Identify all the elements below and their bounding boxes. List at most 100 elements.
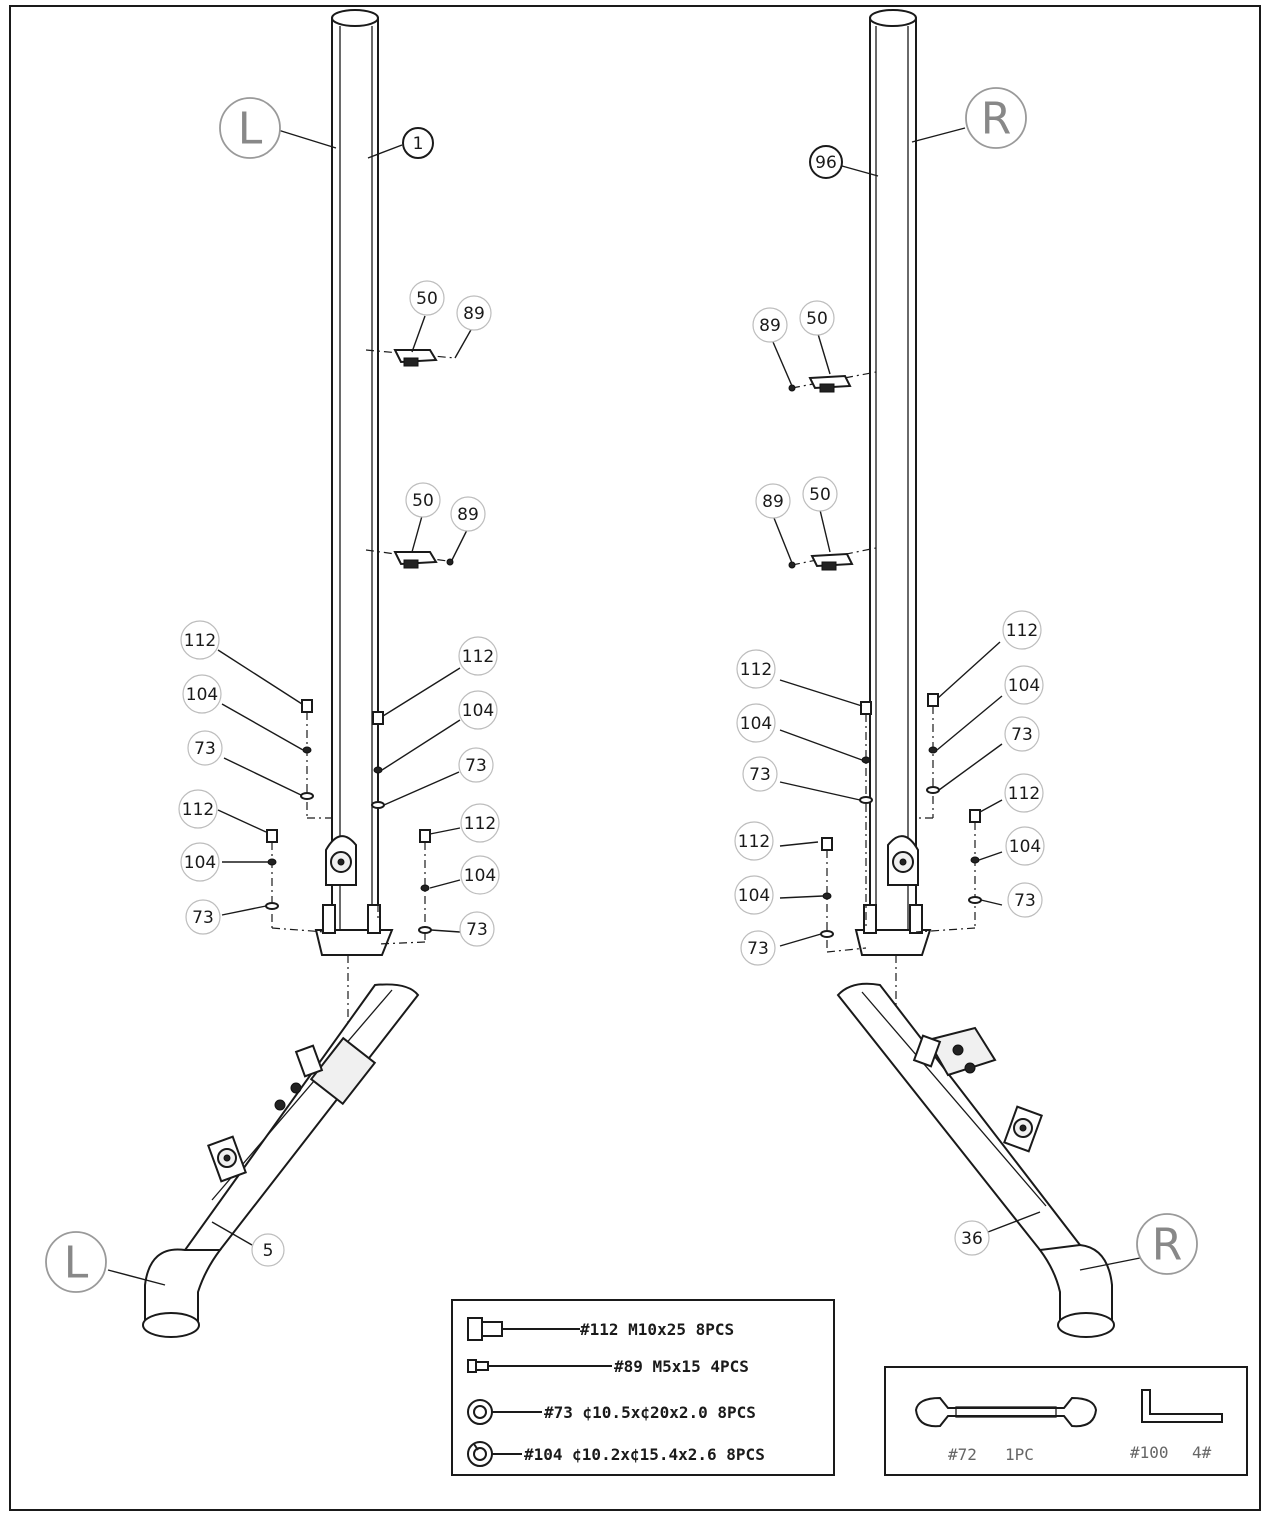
tool-allen-size: 4# bbox=[1192, 1443, 1212, 1462]
right-base-tube bbox=[836, 982, 1115, 1338]
svg-text:73: 73 bbox=[1014, 891, 1036, 911]
svg-text:104: 104 bbox=[184, 853, 216, 873]
svg-text:R: R bbox=[981, 94, 1012, 145]
side-marker-right-top: R bbox=[965, 87, 1027, 149]
side-marker-left-top: L bbox=[219, 97, 281, 159]
flat-washer-icon bbox=[467, 1399, 542, 1425]
part-callout-104: 104 bbox=[1004, 665, 1044, 705]
part-callout-50: 50 bbox=[405, 482, 441, 518]
svg-text:89: 89 bbox=[457, 505, 479, 525]
part-callout-73: 73 bbox=[458, 747, 494, 783]
part-callout-5: 5 bbox=[251, 1233, 285, 1267]
svg-text:104: 104 bbox=[186, 685, 218, 705]
part-callout-96: 96 bbox=[809, 145, 843, 179]
svg-text:L: L bbox=[64, 1238, 89, 1289]
part-callout-104: 104 bbox=[460, 855, 500, 895]
tool-allen-id: #100 bbox=[1130, 1443, 1169, 1462]
svg-text:104: 104 bbox=[738, 886, 770, 906]
svg-text:50: 50 bbox=[412, 491, 434, 511]
svg-text:96: 96 bbox=[815, 153, 837, 173]
part-callout-112: 112 bbox=[1004, 773, 1044, 813]
part-callout-73: 73 bbox=[459, 911, 495, 947]
svg-text:50: 50 bbox=[809, 485, 831, 505]
part-callout-112: 112 bbox=[1002, 610, 1042, 650]
part-callout-89: 89 bbox=[456, 295, 492, 331]
svg-text:104: 104 bbox=[740, 714, 772, 734]
part-callout-89: 89 bbox=[755, 483, 791, 519]
part-callout-89: 89 bbox=[450, 496, 486, 532]
part-callout-89: 89 bbox=[752, 307, 788, 343]
svg-text:104: 104 bbox=[1009, 837, 1041, 857]
left-bracket-upper bbox=[365, 349, 456, 367]
part-callout-112: 112 bbox=[180, 620, 220, 660]
tools-box: #72 1PC #100 4# bbox=[884, 1366, 1248, 1476]
part-callout-73: 73 bbox=[1004, 716, 1040, 752]
svg-text:73: 73 bbox=[747, 939, 769, 959]
svg-text:112: 112 bbox=[740, 660, 772, 680]
legend-item-73: #73 ¢10.5x¢20x2.0 8PCS bbox=[544, 1403, 756, 1422]
svg-text:89: 89 bbox=[463, 304, 485, 324]
tool-wrench-qty: 1PC bbox=[1005, 1445, 1034, 1464]
svg-text:112: 112 bbox=[462, 647, 494, 667]
svg-text:112: 112 bbox=[464, 814, 496, 834]
svg-text:104: 104 bbox=[1008, 676, 1040, 696]
svg-text:89: 89 bbox=[759, 316, 781, 336]
hardware-legend: #112 M10x25 8PCS #89 M5x15 4PCS #73 ¢10.… bbox=[451, 1299, 835, 1476]
svg-text:89: 89 bbox=[762, 492, 784, 512]
svg-text:73: 73 bbox=[465, 756, 487, 776]
spring-washer-icon bbox=[467, 1441, 522, 1467]
left-bracket-lower bbox=[365, 549, 456, 569]
part-callout-50: 50 bbox=[802, 476, 838, 512]
svg-text:50: 50 bbox=[806, 309, 828, 329]
side-marker-right-bottom: R bbox=[1136, 1213, 1198, 1275]
part-callout-73: 73 bbox=[185, 899, 221, 935]
svg-text:73: 73 bbox=[192, 908, 214, 928]
page-border bbox=[9, 5, 1261, 1511]
left-upright-tube bbox=[314, 9, 394, 956]
part-callout-104: 104 bbox=[458, 690, 498, 730]
svg-text:112: 112 bbox=[184, 631, 216, 651]
tool-wrench-id: #72 bbox=[948, 1445, 977, 1464]
svg-text:112: 112 bbox=[182, 800, 214, 820]
part-callout-112: 112 bbox=[178, 789, 218, 829]
part-callout-73: 73 bbox=[187, 730, 223, 766]
svg-text:112: 112 bbox=[1008, 784, 1040, 804]
svg-text:112: 112 bbox=[738, 832, 770, 852]
svg-text:104: 104 bbox=[462, 701, 494, 721]
screw-icon bbox=[467, 1359, 612, 1373]
svg-text:5: 5 bbox=[263, 1241, 274, 1261]
left-fastener-stacks bbox=[265, 699, 432, 1060]
part-callout-73: 73 bbox=[742, 756, 778, 792]
right-bracket-upper bbox=[788, 371, 877, 393]
svg-text:73: 73 bbox=[749, 765, 771, 785]
legend-item-104: #104 ¢10.2x¢15.4x2.6 8PCS bbox=[524, 1445, 765, 1464]
part-callout-112: 112 bbox=[460, 803, 500, 843]
part-callout-104: 104 bbox=[182, 674, 222, 714]
svg-text:50: 50 bbox=[416, 289, 438, 309]
right-bracket-lower bbox=[788, 547, 877, 571]
part-callout-112: 112 bbox=[734, 821, 774, 861]
svg-text:104: 104 bbox=[464, 866, 496, 886]
part-callout-50: 50 bbox=[799, 300, 835, 336]
part-callout-73: 73 bbox=[740, 930, 776, 966]
right-upright-tube bbox=[854, 9, 932, 956]
part-callout-104: 104 bbox=[734, 875, 774, 915]
svg-text:73: 73 bbox=[1011, 725, 1033, 745]
allen-key-icon bbox=[1141, 1389, 1223, 1423]
svg-text:R: R bbox=[1152, 1220, 1183, 1271]
svg-text:112: 112 bbox=[1006, 621, 1038, 641]
leader-lines bbox=[107, 127, 1141, 1286]
part-callout-104: 104 bbox=[180, 842, 220, 882]
part-callout-1: 1 bbox=[402, 127, 434, 159]
part-callout-112: 112 bbox=[736, 649, 776, 689]
part-callout-36: 36 bbox=[954, 1220, 990, 1256]
part-callout-112: 112 bbox=[458, 636, 498, 676]
side-marker-left-bottom: L bbox=[45, 1231, 107, 1293]
svg-text:L: L bbox=[238, 104, 263, 155]
wrench-icon bbox=[914, 1396, 1098, 1428]
legend-item-112: #112 M10x25 8PCS bbox=[580, 1320, 734, 1339]
svg-text:36: 36 bbox=[961, 1229, 983, 1249]
part-callout-104: 104 bbox=[1005, 826, 1045, 866]
